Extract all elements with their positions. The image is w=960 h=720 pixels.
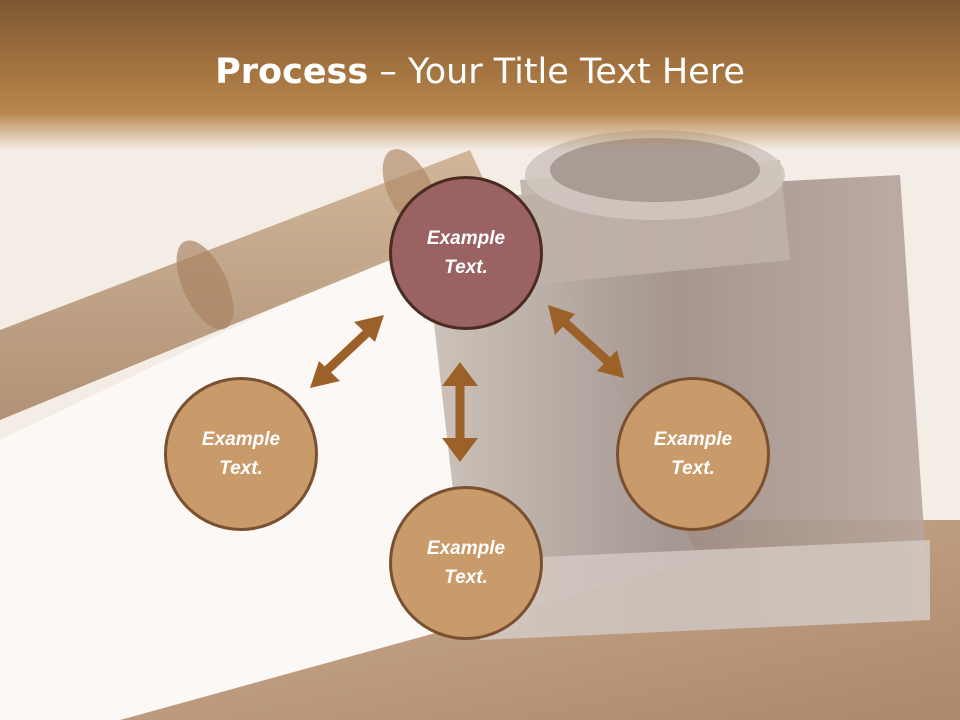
node-left: Example Text. xyxy=(164,377,318,531)
title-bold: Process xyxy=(215,52,369,92)
node-top-label: Example Text. xyxy=(426,228,506,278)
double-headed-arrow-icon xyxy=(442,362,478,462)
node-left-label: Example Text. xyxy=(201,429,281,479)
slide-title: Process – Your Title Text Here xyxy=(0,52,960,92)
node-bottom: Example Text. xyxy=(389,486,543,640)
node-right-label: Example Text. xyxy=(653,429,733,479)
double-headed-arrow-icon xyxy=(548,305,624,378)
node-bottom-label: Example Text. xyxy=(426,538,506,588)
node-right: Example Text. xyxy=(616,377,770,531)
node-top: Example Text. xyxy=(389,176,543,330)
title-bar xyxy=(0,0,960,150)
title-rest: – Your Title Text Here xyxy=(368,52,745,92)
double-headed-arrow-icon xyxy=(310,315,384,388)
